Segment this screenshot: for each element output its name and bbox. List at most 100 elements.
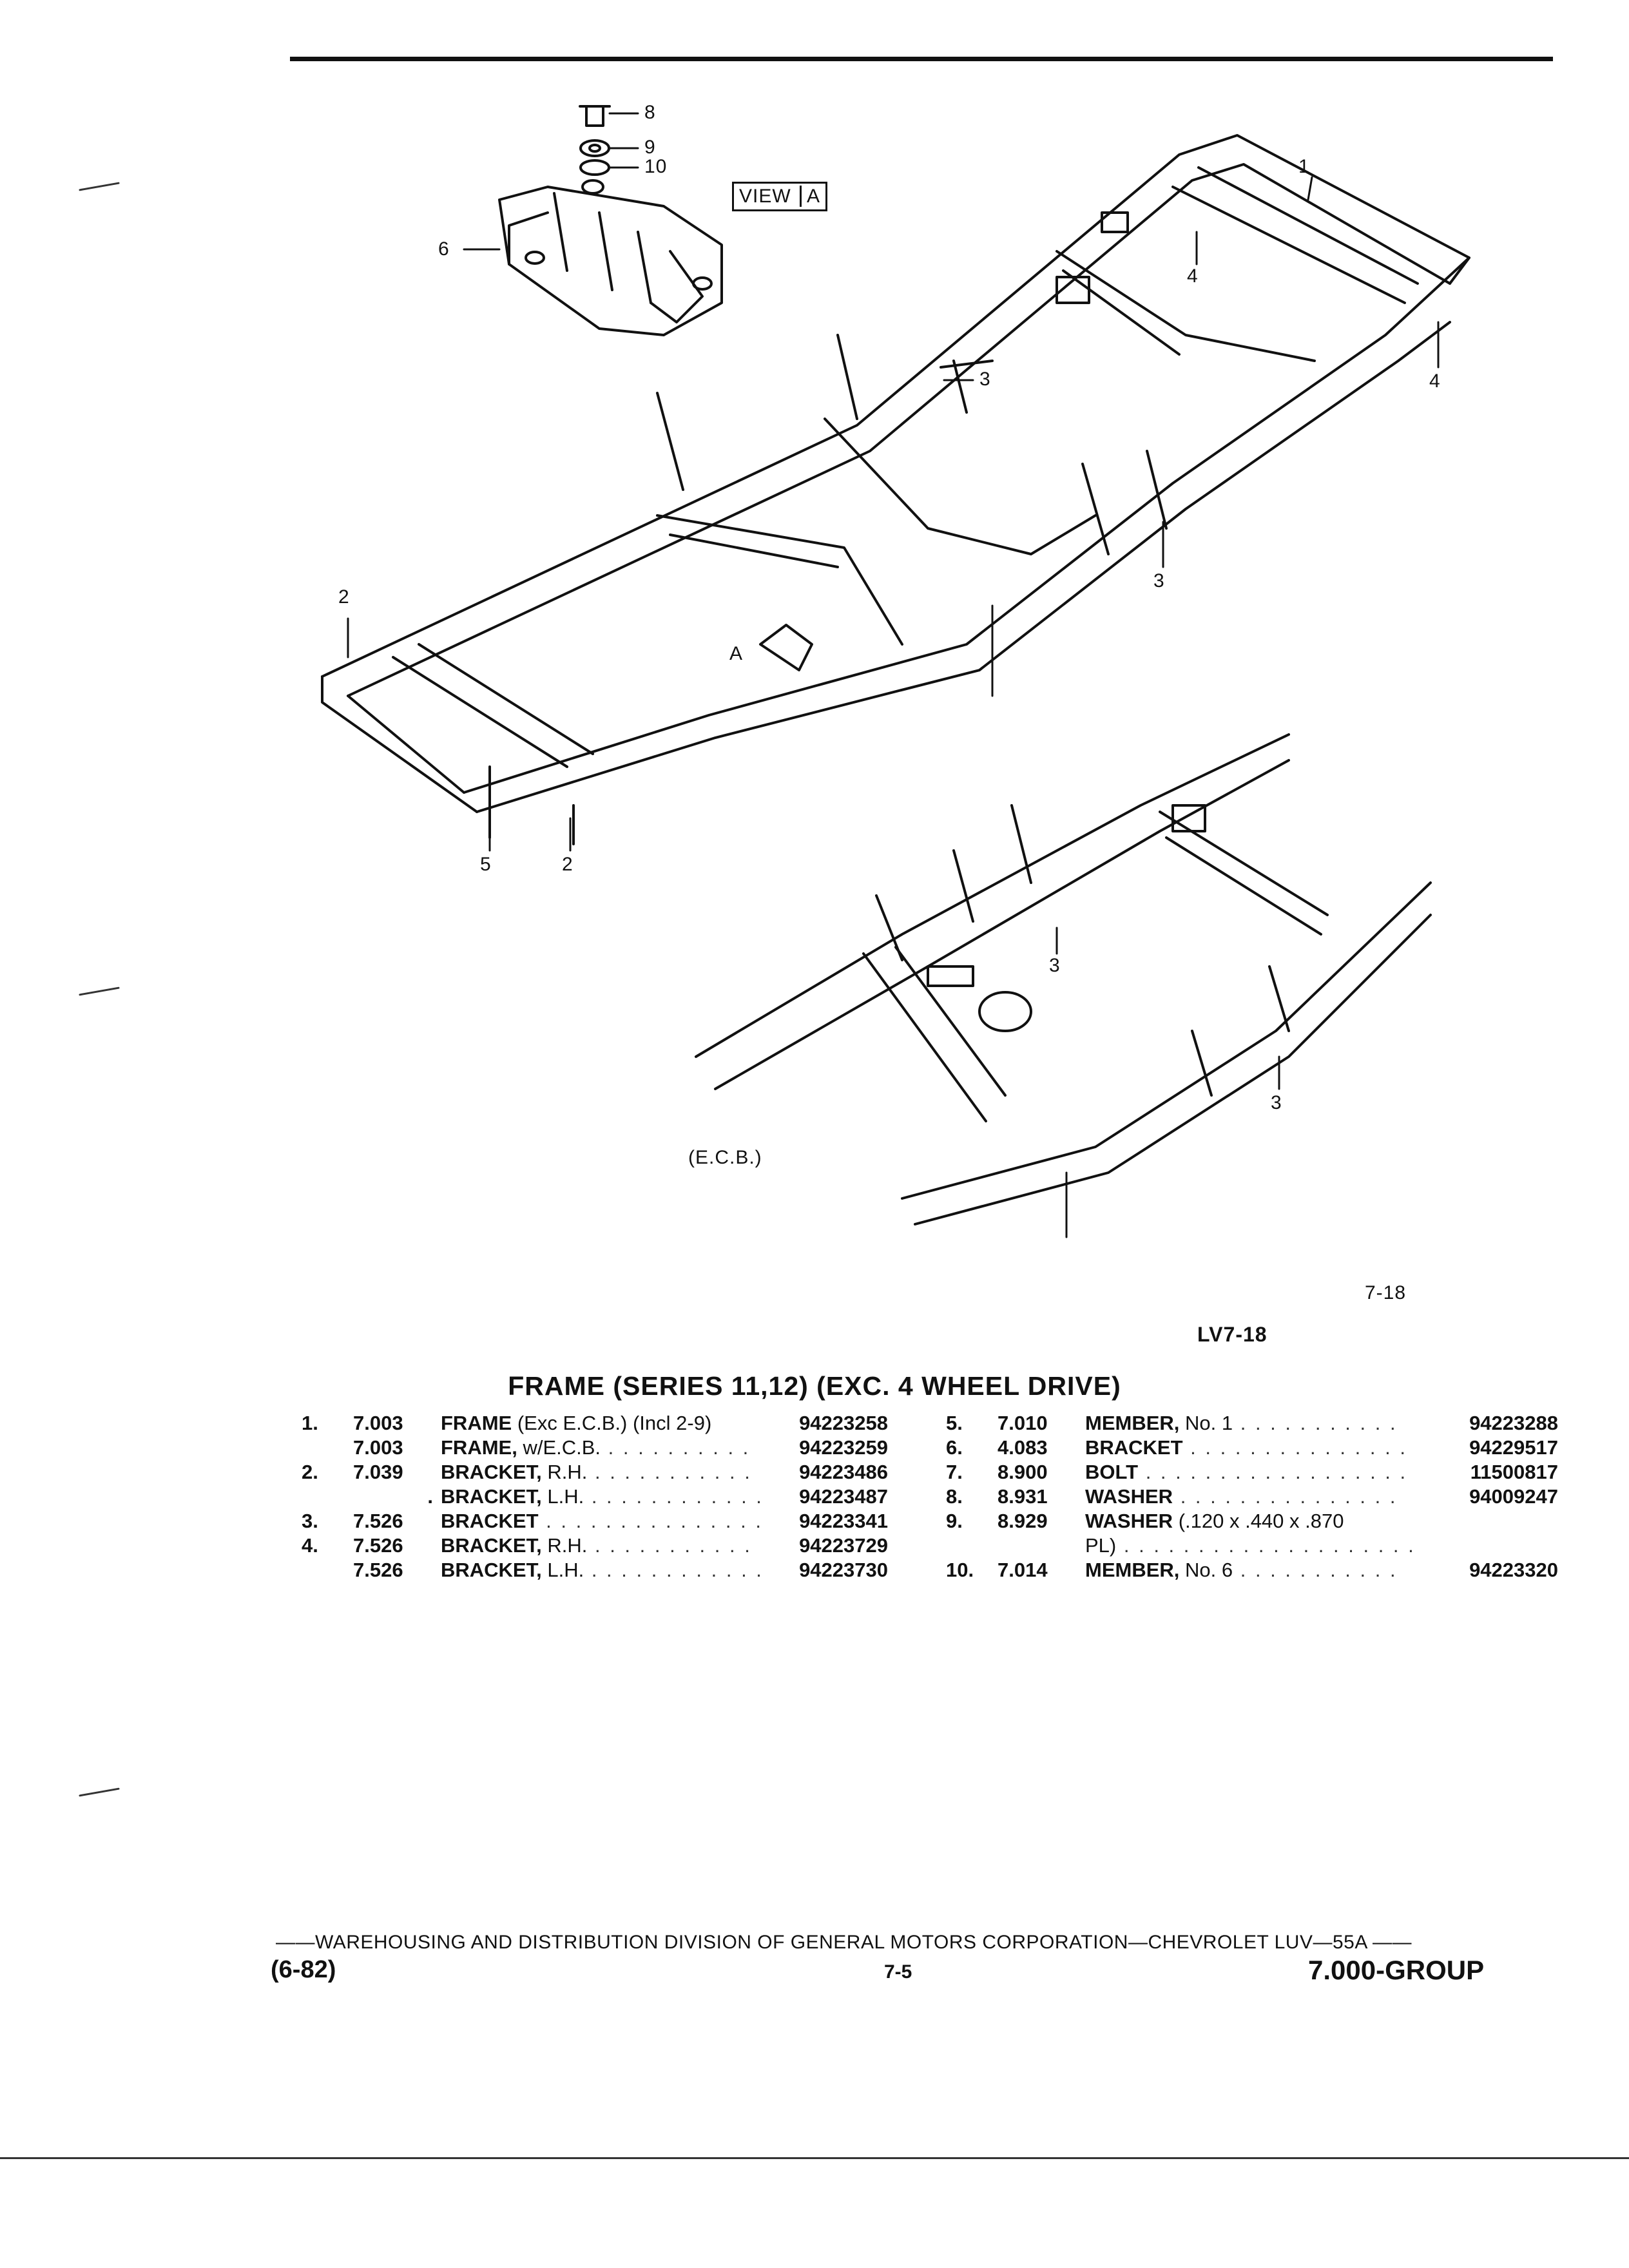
part-description: FRAME, w/E.C.B. . . . . . . . . . .	[441, 1436, 799, 1460]
view-a-letter: A	[800, 186, 821, 207]
item-number: 4.	[302, 1534, 318, 1557]
part-description: BRACKET, R.H. . . . . . . . . . . .	[441, 1533, 799, 1558]
callout-label: 6	[438, 238, 450, 260]
footer-publisher-line: ——WAREHOUSING AND DISTRIBUTION DIVISION …	[276, 1932, 1412, 1953]
part-description: BRACKET . . . . . . . . . . . . . . .	[441, 1509, 799, 1533]
view-a-text: VIEW	[739, 186, 791, 207]
leader-dots: . . . . . . . . . . .	[1233, 1412, 1398, 1434]
group-number: 7.039	[353, 1461, 403, 1483]
group-number: 7.526	[353, 1559, 403, 1581]
part-detail: No. 1	[1179, 1412, 1233, 1434]
callout-label: 3	[1153, 570, 1165, 591]
parts-row: 8. 8.931 WASHER . . . . . . . . . . . . …	[946, 1485, 1558, 1509]
bracket-detail-drawing	[498, 179, 723, 336]
part-description: WASHER . . . . . . . . . . . . . . .	[1085, 1485, 1469, 1509]
margin-mark	[79, 1787, 120, 1797]
part-number: 94223258	[799, 1412, 888, 1434]
leader-dots: . . . . . . . . . . . . . . . . . . . .	[1116, 1534, 1416, 1557]
footer-page-number: 7-5	[884, 1961, 912, 1983]
item-number	[946, 1533, 998, 1558]
part-number: 94229517	[1469, 1436, 1558, 1459]
part-name: MEMBER,	[1085, 1412, 1180, 1434]
callout-label: 2	[338, 586, 350, 608]
bolt-washer-stack	[579, 105, 611, 176]
part-number: 94223259	[799, 1436, 888, 1459]
leader-dots: . . . . . . . . . . . .	[584, 1559, 764, 1581]
part-description: BRACKET, L.H. . . . . . . . . . . . .	[441, 1485, 799, 1509]
group-number: 7.014	[998, 1559, 1048, 1581]
part-detail: R.H.	[541, 1461, 588, 1483]
group-number: 7.526	[353, 1510, 403, 1532]
item-number: 9.	[946, 1510, 963, 1532]
part-number: 94223730	[799, 1559, 888, 1581]
group-number: 4.083	[998, 1436, 1048, 1459]
part-number: 94223729	[799, 1534, 888, 1557]
item-number: 6.	[946, 1436, 963, 1459]
callout-label: 2	[562, 854, 574, 875]
leader-dots: . . . . . . . . . . . . . . . . . .	[1138, 1461, 1408, 1483]
parts-row: 2. 7.039 BRACKET, R.H. . . . . . . . . .…	[302, 1460, 888, 1485]
part-number: 94223487	[799, 1485, 888, 1508]
parts-row: 7.526 BRACKET, L.H. . . . . . . . . . . …	[302, 1558, 888, 1582]
part-detail: w/E.C.B.	[517, 1436, 601, 1459]
callout-label: 3	[1271, 1092, 1282, 1113]
part-description: WASHER (.120 x .440 x .870	[1085, 1509, 1558, 1533]
part-name: MEMBER,	[1085, 1559, 1180, 1581]
leader-dots: . . . . . . . . . . .	[587, 1461, 752, 1483]
view-a-arrow-label: A	[729, 643, 744, 664]
part-name: BRACKET,	[441, 1485, 542, 1508]
group-number: 8.931	[998, 1485, 1048, 1508]
leader-dots: . . . . . . . . . .	[601, 1436, 751, 1459]
leader-dots: . . . . . . . . . . .	[587, 1534, 752, 1557]
part-detail: L.H.	[541, 1485, 584, 1508]
leader-dots: . . . . . . . . . . . . . . .	[538, 1510, 763, 1532]
part-detail: L.H.	[541, 1559, 584, 1581]
frame-ecb-drawing	[695, 733, 1432, 1225]
leader-dots: . . . . . . . . . . . . . . .	[1182, 1436, 1407, 1459]
item-number: 3.	[302, 1510, 318, 1532]
part-description: MEMBER, No. 6 . . . . . . . . . . .	[1085, 1558, 1469, 1582]
group-number	[998, 1533, 1085, 1558]
part-name: BRACKET	[441, 1510, 539, 1532]
item-number: 2.	[302, 1461, 318, 1483]
footer-group: 7.000-GROUP	[1308, 1955, 1485, 1985]
part-detail: (.120 x .440 x .870	[1173, 1510, 1344, 1532]
leader-dots: . . . . . . . . . . . . . . .	[1173, 1485, 1398, 1508]
part-number: 94223486	[799, 1461, 888, 1483]
part-name: BOLT	[1085, 1461, 1139, 1483]
part-name: BRACKET,	[441, 1559, 542, 1581]
group-number: 8.929	[998, 1510, 1048, 1532]
part-name: FRAME,	[441, 1436, 517, 1459]
parts-row: 3. 7.526 BRACKET . . . . . . . . . . . .…	[302, 1509, 888, 1533]
part-name: WASHER	[1085, 1485, 1173, 1508]
item-number: 7.	[946, 1461, 963, 1483]
item-number: 5.	[946, 1412, 963, 1434]
illustration-code: LV7-18	[1197, 1323, 1268, 1346]
parts-row: PL) . . . . . . . . . . . . . . . . . . …	[946, 1533, 1558, 1558]
part-description: BRACKET, L.H. . . . . . . . . . . . .	[441, 1558, 799, 1582]
group-number: .	[427, 1485, 433, 1508]
group-number: 7.003	[353, 1436, 403, 1459]
parts-row: 7.003 FRAME, w/E.C.B. . . . . . . . . . …	[302, 1436, 888, 1460]
part-number: 94223288	[1469, 1412, 1558, 1434]
part-detail: PL)	[1085, 1534, 1117, 1557]
callout-label: 3	[979, 369, 991, 390]
part-number: 11500817	[1470, 1461, 1558, 1483]
parts-list-right: 5. 7.010 MEMBER, No. 1 . . . . . . . . .…	[946, 1411, 1558, 1582]
part-name: FRAME	[441, 1412, 512, 1434]
item-number: 8.	[946, 1485, 963, 1508]
parts-row: 1. 7.003 FRAME (Exc E.C.B.) (Incl 2-9) 9…	[302, 1411, 888, 1436]
group-number: 7.003	[353, 1412, 403, 1434]
callout-label: 4	[1429, 370, 1441, 392]
item-number	[302, 1558, 353, 1582]
figure-number: 7-18	[1365, 1282, 1407, 1303]
frame-illustration	[321, 105, 1470, 1238]
callout-label: 3	[1049, 955, 1061, 976]
callout-label: 8	[644, 102, 656, 123]
parts-row: 5. 7.010 MEMBER, No. 1 . . . . . . . . .…	[946, 1411, 1558, 1436]
callout-label: 4	[1187, 265, 1199, 287]
parts-row: 7. 8.900 BOLT . . . . . . . . . . . . . …	[946, 1460, 1558, 1485]
parts-row: . BRACKET, L.H. . . . . . . . . . . . . …	[302, 1485, 888, 1509]
part-name: BRACKET,	[441, 1461, 542, 1483]
leader-dots: . . . . . . . . . . . .	[584, 1485, 764, 1508]
